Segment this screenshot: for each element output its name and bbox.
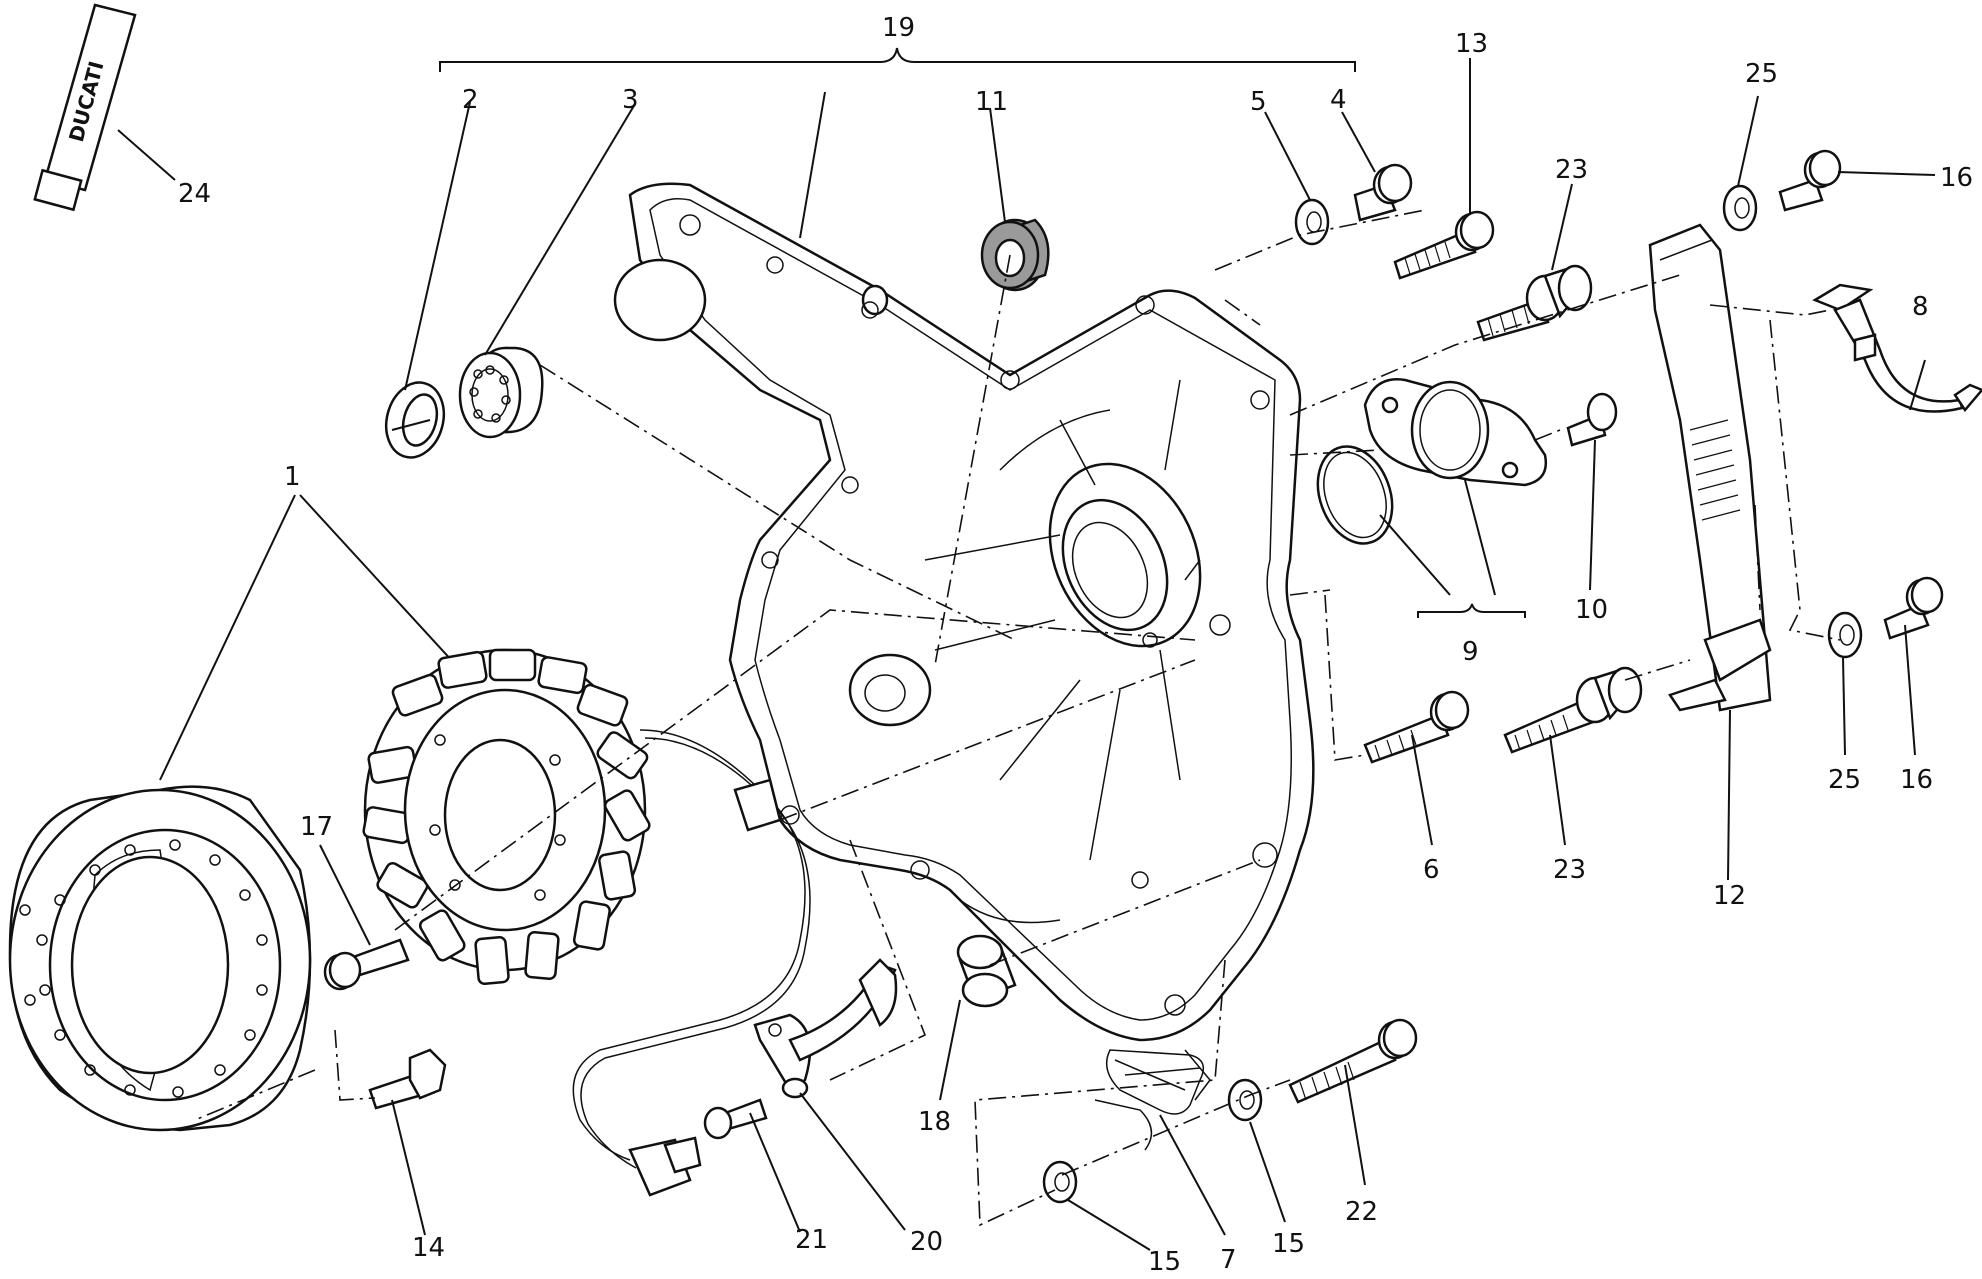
callout-10: 10 xyxy=(1575,595,1608,625)
screw-part-6 xyxy=(1363,690,1470,764)
small-screw-part-10 xyxy=(1566,392,1618,447)
callout-19: 19 xyxy=(882,13,915,43)
callout-15-left: 15 xyxy=(1148,1247,1181,1277)
callout-25-bottom: 25 xyxy=(1828,765,1861,795)
callout-14: 14 xyxy=(412,1233,445,1263)
callout-16-bottom: 16 xyxy=(1900,765,1933,795)
callout-6: 6 xyxy=(1423,855,1440,885)
washer-part-25-bottom xyxy=(1827,611,1863,659)
screw-part-21 xyxy=(703,1098,768,1140)
bearing-part-3 xyxy=(458,346,544,439)
callout-7: 7 xyxy=(1220,1245,1237,1275)
flange-bolt-part-23-bottom xyxy=(1503,666,1643,754)
screw-part-16-top xyxy=(1778,149,1842,212)
callout-20: 20 xyxy=(910,1227,943,1257)
callout-25-top: 25 xyxy=(1745,59,1778,89)
callout-16-top: 16 xyxy=(1940,163,1973,193)
callout-2: 2 xyxy=(462,85,479,115)
oil-seal-part-11 xyxy=(980,218,1050,292)
callout-17: 17 xyxy=(300,812,333,842)
circlip-part-2 xyxy=(384,381,446,459)
callout-1: 1 xyxy=(284,462,301,492)
side-bracket-part-12 xyxy=(1648,223,1772,712)
callout-23-bottom: 23 xyxy=(1553,855,1586,885)
washer-part-15-right xyxy=(1227,1078,1263,1122)
callout-labels: 19 2 3 11 5 4 13 23 25 16 24 8 1 10 9 25… xyxy=(178,13,1973,1277)
screw-part-17 xyxy=(323,938,410,991)
cable-clip-part-8 xyxy=(1812,283,1982,413)
assembly-guide-lines xyxy=(194,209,1841,1227)
callout-9: 9 xyxy=(1462,637,1479,667)
washer-part-15-left xyxy=(1042,1160,1078,1204)
screw-part-14 xyxy=(368,1048,447,1110)
wire-guide-part-20 xyxy=(753,958,898,1099)
callout-13: 13 xyxy=(1455,29,1488,59)
screw-part-4 xyxy=(1353,163,1413,222)
callout-23-top: 23 xyxy=(1555,155,1588,185)
callout-11: 11 xyxy=(975,87,1008,117)
gasket-plate-part-9 xyxy=(1363,378,1548,487)
callout-18: 18 xyxy=(918,1107,951,1137)
callout-12: 12 xyxy=(1713,881,1746,911)
washer-part-25-top xyxy=(1722,184,1758,232)
flange-bolt-part-23-top xyxy=(1476,264,1593,342)
stator-wiring-harness xyxy=(572,729,811,1197)
screw-part-16-bottom xyxy=(1883,576,1944,640)
spring-clip-part-7 xyxy=(1094,1049,1211,1151)
washer-part-5 xyxy=(1294,198,1330,246)
callout-24: 24 xyxy=(178,179,211,209)
grease-tube-part-24: DUCATI xyxy=(33,3,176,212)
callout-22: 22 xyxy=(1345,1197,1378,1227)
dowel-part-18 xyxy=(956,934,1017,1008)
callout-4: 4 xyxy=(1330,85,1347,115)
callout-21: 21 xyxy=(795,1225,828,1255)
callout-15-right: 15 xyxy=(1272,1229,1305,1259)
callout-8: 8 xyxy=(1912,292,1929,322)
callout-3: 3 xyxy=(622,85,639,115)
generator-cover xyxy=(613,182,1315,1042)
callout-5: 5 xyxy=(1250,87,1267,117)
bracket-9 xyxy=(1417,603,1526,618)
stator-coil-assembly xyxy=(362,648,651,985)
long-screw-part-13 xyxy=(1393,210,1495,280)
o-ring-part-9 xyxy=(1316,445,1394,545)
flywheel-rotor-part-1 xyxy=(8,785,312,1132)
long-bolt-part-22 xyxy=(1288,1018,1418,1104)
assembly-bracket-19 xyxy=(439,47,1356,72)
